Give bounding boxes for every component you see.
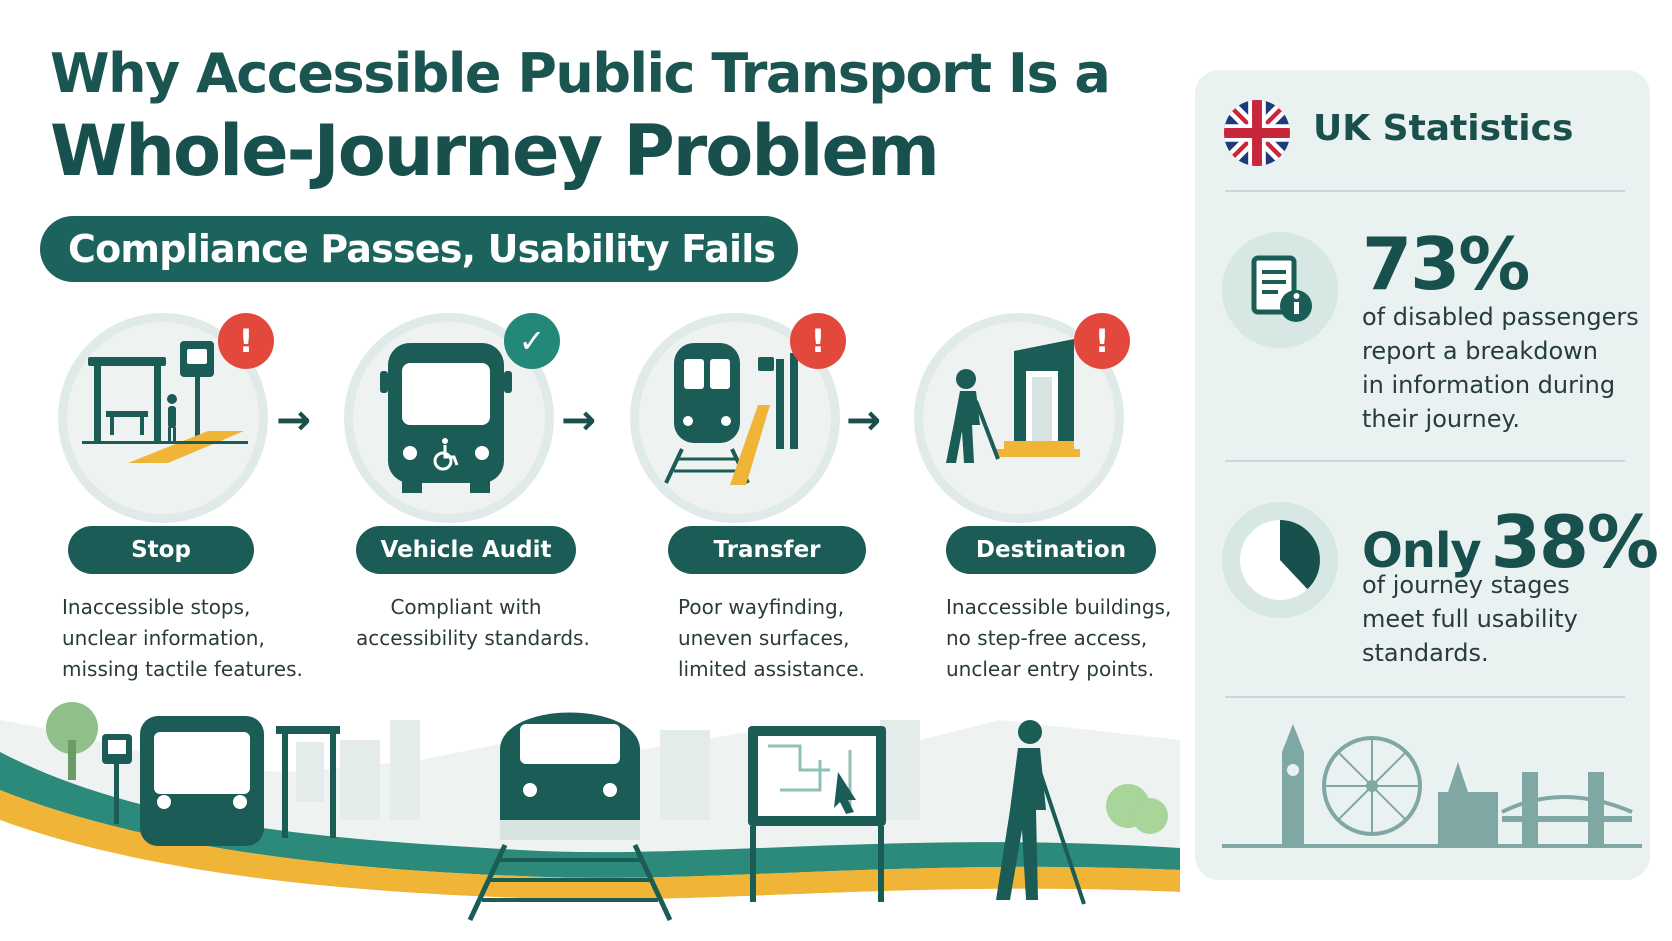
transport-scene-illustration [0, 702, 1180, 941]
arrow-right-icon: → [276, 395, 312, 444]
stat-value-73: 73% [1362, 222, 1530, 306]
desc-line: limited assistance. [678, 657, 865, 681]
check-icon: ✓ [504, 313, 560, 369]
stage-label-vehicle-audit: Vehicle Audit [356, 526, 576, 574]
stage-desc-stop: Inaccessible stops, unclear information,… [62, 592, 303, 685]
arrow-right-icon: → [846, 395, 882, 444]
title-line-1: Why Accessible Public Transport Is a [50, 42, 1111, 105]
stage-transfer: ! [630, 313, 850, 523]
desc-line: no step-free access, [946, 626, 1148, 650]
desc-line: Compliant with [390, 595, 542, 619]
stats-heading: UK Statistics [1313, 108, 1574, 149]
stat-desc-line: standards. [1362, 639, 1489, 667]
train-platform-icon [664, 343, 798, 485]
desc-line: unclear entry points. [946, 657, 1155, 681]
desc-line: accessibility standards. [356, 626, 590, 650]
stat-desc-line: in information during [1362, 371, 1616, 399]
stats-panel [1195, 70, 1650, 880]
stage-desc-vehicle-audit: Compliant with accessibility standards. [356, 592, 590, 654]
alert-icon: ! [790, 313, 846, 369]
stat-desc-line: of disabled passengers [1362, 303, 1639, 331]
desc-line: unclear information, [62, 626, 265, 650]
arrow-right-icon: → [561, 395, 597, 444]
stage-desc-transfer: Poor wayfinding, uneven surfaces, limite… [678, 592, 865, 685]
stat-desc-line: meet full usability [1362, 605, 1578, 633]
stage-label-transfer: Transfer [668, 526, 866, 574]
stat-desc-line: their journey. [1362, 405, 1520, 433]
alert-icon: ! [218, 313, 274, 369]
desc-line: missing tactile features. [62, 657, 303, 681]
document-info-icon [1251, 255, 1312, 322]
desc-line: Poor wayfinding, [678, 595, 845, 619]
london-skyline-illustration [1222, 724, 1642, 848]
stat-desc-2: of journey stages meet full usability st… [1362, 568, 1578, 670]
uk-flag-icon [1224, 100, 1290, 166]
stage-label-stop: Stop [68, 526, 254, 574]
building-entrance-icon [946, 339, 1080, 463]
stat-value: 38% [1490, 500, 1659, 584]
subtitle-pill: Compliance Passes, Usability Fails [40, 216, 798, 282]
stat-desc-line: of journey stages [1362, 571, 1570, 599]
stat-prefix: Only [1362, 523, 1482, 579]
stage-destination: ! [914, 313, 1134, 523]
stage-desc-destination: Inaccessible buildings, no step-free acc… [946, 592, 1171, 685]
stat-desc-1: of disabled passengers report a breakdow… [1362, 300, 1639, 436]
stage-label-destination: Destination [946, 526, 1156, 574]
divider [1225, 696, 1625, 698]
title-line-2: Whole-Journey Problem [50, 110, 940, 192]
stage-vehicle-audit: ✓ [344, 313, 564, 523]
stage-stop: ! [58, 313, 278, 523]
alert-icon: ! [1074, 313, 1130, 369]
desc-line: uneven surfaces, [678, 626, 850, 650]
pie-chart-icon [1222, 502, 1338, 618]
desc-line: Inaccessible buildings, [946, 595, 1172, 619]
bus-stop-icon [82, 341, 248, 463]
divider [1225, 460, 1625, 462]
divider [1225, 190, 1625, 192]
stat-desc-line: report a breakdown [1362, 337, 1598, 365]
subtitle-text: Compliance Passes, Usability Fails [68, 227, 776, 271]
desc-line: Inaccessible stops, [62, 595, 251, 619]
accessible-bus-icon [380, 343, 512, 493]
